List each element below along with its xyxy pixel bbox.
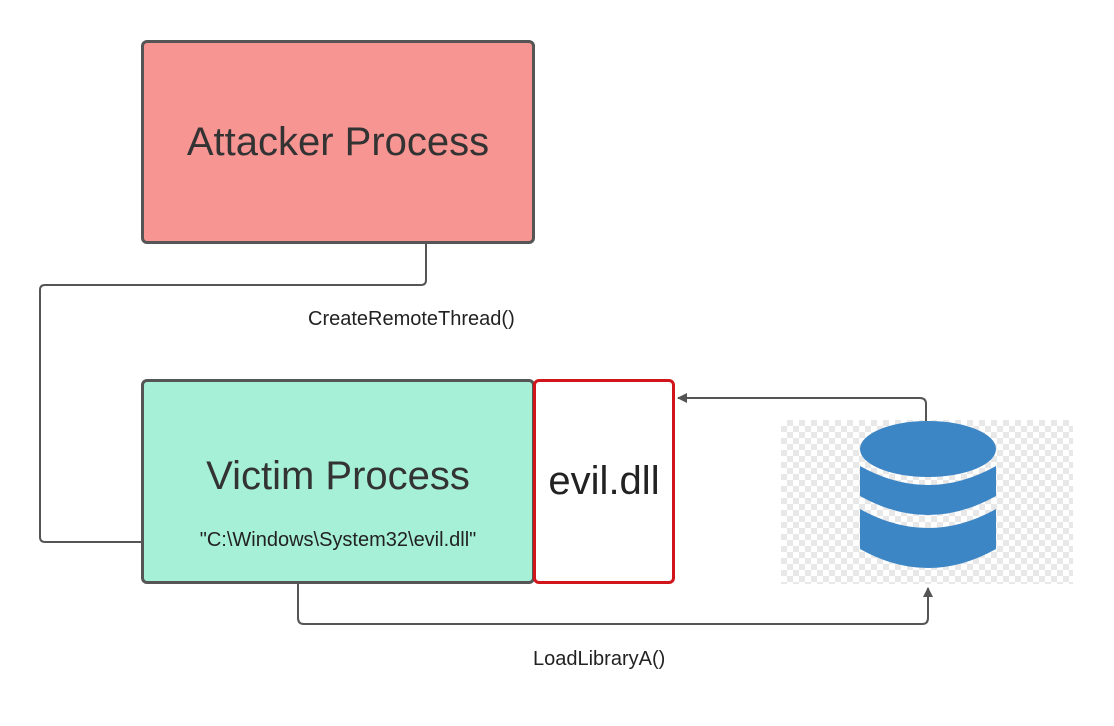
create-remote-thread-arrow <box>39 244 427 547</box>
evil-dll-box: evil.dll <box>533 379 675 584</box>
attacker-process-box: Attacker Process <box>141 40 535 244</box>
database-icon <box>860 421 996 568</box>
evil-dll-label: evil.dll <box>548 459 660 503</box>
victim-process-label: Victim Process <box>206 454 470 498</box>
attacker-process-label: Attacker Process <box>186 119 490 164</box>
victim-process-box: Victim Process "C:\Windows\System32\evil… <box>141 379 535 584</box>
dll-load-arrow <box>677 393 927 421</box>
dll-path-string: "C:\Windows\System32\evil.dll" <box>199 529 477 551</box>
load-library-arrow <box>297 568 933 625</box>
create-remote-thread-label: CreateRemoteThread() <box>308 308 515 330</box>
load-library-label: LoadLibraryA() <box>533 648 666 670</box>
